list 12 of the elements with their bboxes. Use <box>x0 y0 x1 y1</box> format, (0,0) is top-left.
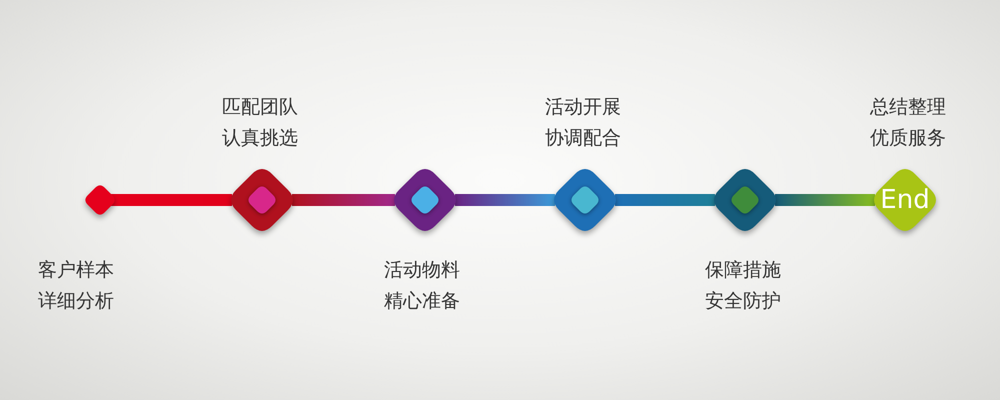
step-caption: 客户样本详细分析 <box>38 258 115 314</box>
timeline-segment <box>111 194 232 206</box>
timeline-segment <box>775 194 875 206</box>
step-caption: 活动物料精心准备 <box>384 258 461 314</box>
step-caption: 保障措施安全防护 <box>705 258 782 314</box>
end-label: End <box>880 185 930 215</box>
step-caption: 匹配团队认真挑选 <box>222 95 299 151</box>
step-caption: 活动开展协调配合 <box>545 95 622 151</box>
timeline-segment <box>455 194 555 206</box>
timeline-segment <box>292 194 395 206</box>
timeline-segment <box>615 194 715 206</box>
step-caption: 总结整理优质服务 <box>870 95 947 151</box>
